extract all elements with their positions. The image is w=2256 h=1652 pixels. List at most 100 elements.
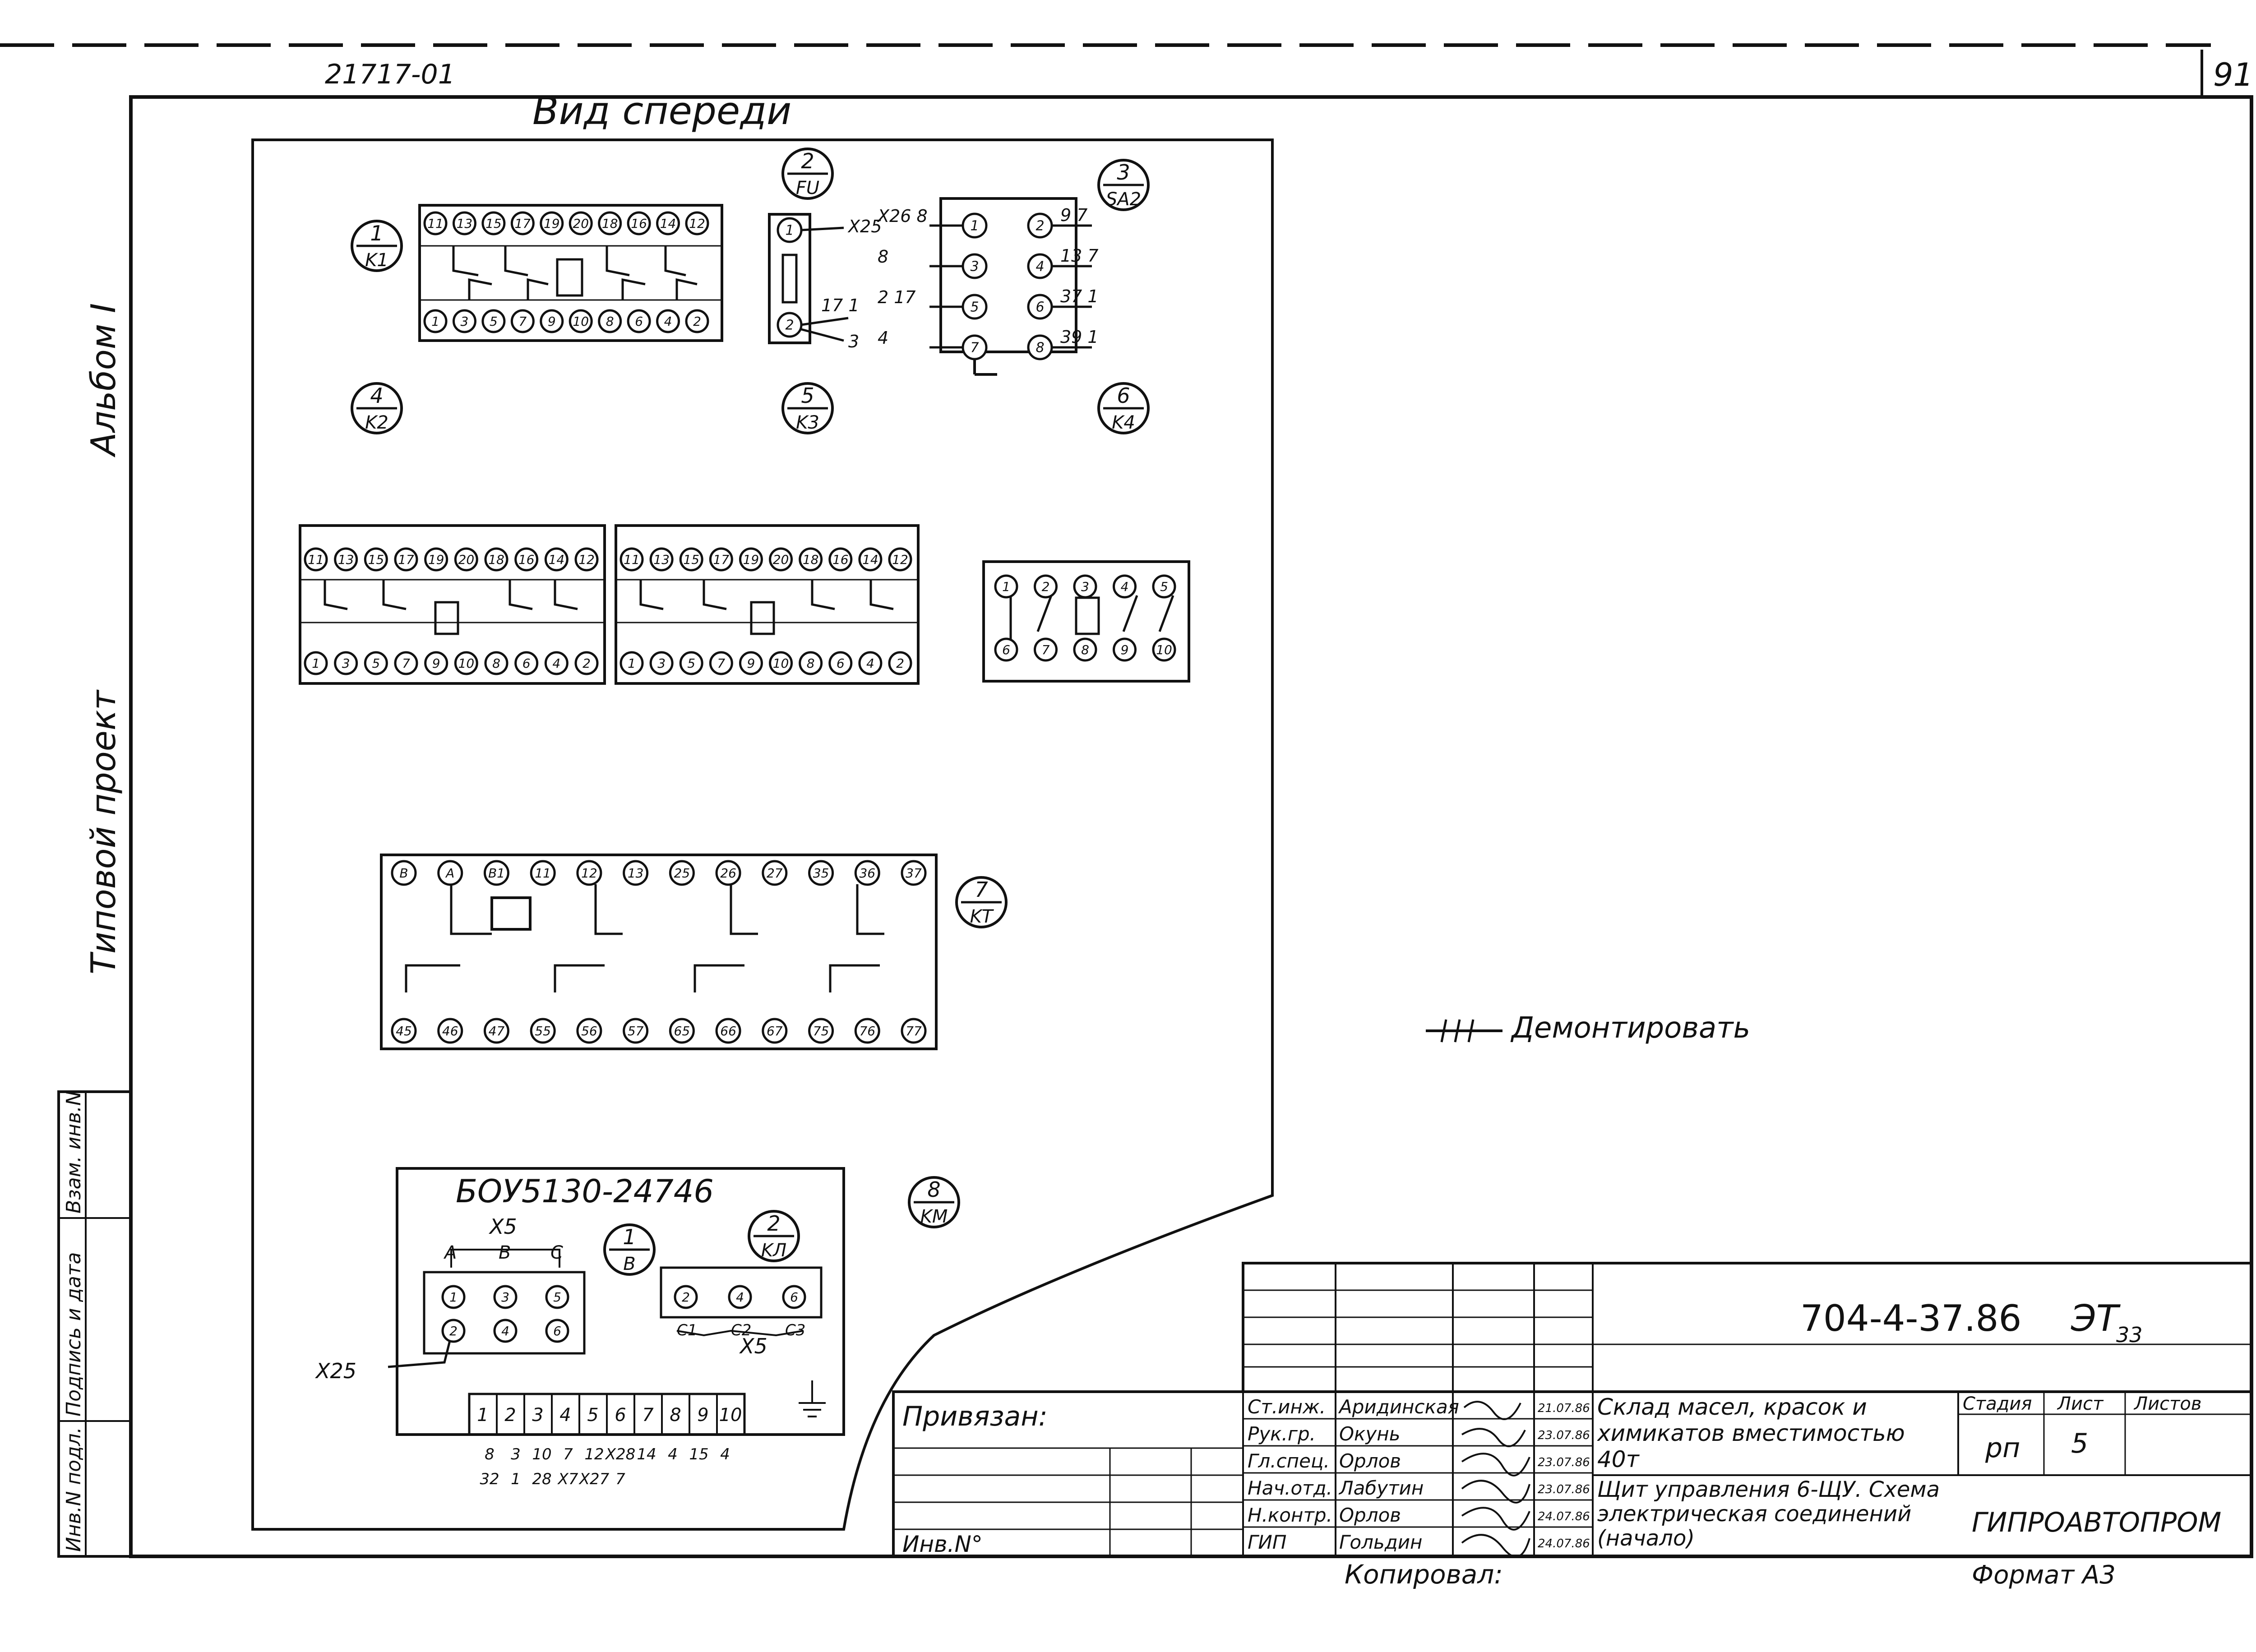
k3-top-pin-4-label: 17: [713, 552, 730, 567]
svg-text:Подпись и дата: Подпись и дата: [62, 1252, 85, 1417]
km-terminal-7: 7: [642, 1405, 654, 1426]
kt-top-pin-2-label: A: [445, 866, 454, 881]
view-title: Вид спереди: [532, 89, 791, 134]
role-5: Н.контр.: [1248, 1504, 1332, 1526]
kt-bottom-pin-10-label: 75: [813, 1024, 829, 1038]
sa2-right-pin-1-label: 2: [1036, 218, 1044, 234]
k4-top-pin-5-label: 5: [1160, 579, 1168, 594]
fu-wire-1: [801, 226, 844, 231]
km-phase-b: B: [499, 1242, 511, 1263]
k3-bottom-pin-3-label: 5: [687, 656, 695, 671]
date-3: 23.07.86: [1538, 1456, 1590, 1469]
kt-top-pin-3-label: B1: [488, 866, 505, 881]
k4-bottom-pin-3-label: 8: [1081, 642, 1089, 657]
role-6: ГИП: [1248, 1531, 1286, 1553]
sheet-title: Щит управления 6-ЩУ. Схема электрическая…: [1597, 1477, 1940, 1551]
component-9-balloon-code: B: [623, 1254, 635, 1274]
km-kl-pin-2-circle: [728, 1285, 752, 1309]
component-8-balloon-code: KM: [920, 1206, 948, 1227]
role-3: Гл.спец.: [1248, 1450, 1330, 1472]
format-label: Формат А3: [1972, 1560, 2116, 1590]
k1-top-pin-1-label: 11: [427, 216, 444, 231]
relay-k3: [615, 524, 920, 685]
component-1-balloon-code: K1: [365, 250, 388, 271]
k1-bottom-pin-5-label: 9: [548, 314, 556, 329]
component-3-balloon-code: SA2: [1106, 189, 1141, 210]
sa2-left-pin-2-label: 3: [970, 259, 979, 275]
k2-bottom-pin-9-label: 4: [552, 656, 560, 671]
k2-bottom-pin-2-label: 3: [342, 656, 350, 671]
k3-top-pin-9-label: 14: [862, 552, 878, 567]
kt-bottom-pin-12-label: 77: [906, 1024, 922, 1038]
side-stamp: Инв.N подл. Подпись и дата Взам. инв.N: [57, 1090, 132, 1558]
km-terminal-wire-2: 3: [511, 1445, 521, 1463]
km-kl-pin-1-label: 2: [682, 1290, 690, 1305]
k2-bottom-pin-4-label: 7: [402, 656, 410, 671]
k1-bottom-pin-7-label: 8: [606, 314, 614, 329]
fu-wire-2: [801, 317, 849, 326]
inv-label: Инв.N°: [902, 1531, 983, 1557]
sa2-left-pin-1-label: 1: [970, 218, 979, 234]
k2-top-pin-4-label: 17: [398, 552, 414, 567]
k2-top-pin-5-label: 19: [428, 552, 444, 567]
k2-bottom-pin-6-label: 10: [458, 656, 475, 671]
k3-top-pin-10-label: 12: [892, 552, 908, 567]
bound-label: Привязан:: [902, 1401, 1048, 1432]
sa2-left-pin-4-label: 7: [970, 340, 979, 356]
component-5-balloon-number: 5: [801, 383, 814, 408]
km-terminal-wire-3: 10: [532, 1445, 551, 1463]
k1-bottom-pin-4-label: 7: [518, 314, 527, 329]
doc-code: 704-4-37.86: [1800, 1297, 2021, 1339]
km-model-label: БОУ5130-24746: [456, 1173, 714, 1210]
component-9-balloon-number: 1: [623, 1225, 636, 1249]
km-kl-phase-1: C1: [677, 1321, 697, 1339]
k2-top-pin-9-label: 14: [549, 552, 565, 567]
k3-top-pin-6-label: 20: [773, 552, 789, 567]
km-phase-a: A: [443, 1242, 457, 1263]
kt-top-pin-1-label: B: [399, 866, 408, 881]
km-terminal-wire-9: 15: [689, 1445, 708, 1463]
timer-relay-kt: [380, 854, 938, 1050]
k3-bottom-pin-1-label: 1: [628, 656, 636, 671]
fu-wire-label-2: 17 1: [821, 295, 860, 315]
km-terminal-wire-15: X27: [578, 1470, 610, 1488]
kt-bottom-pin-3-label: 47: [489, 1024, 505, 1038]
contactor-block-km: [388, 1167, 845, 1436]
k2-bottom-pin-1-label: 1: [312, 656, 320, 671]
title-block: [892, 1262, 2253, 1558]
fu-wire-3: [801, 328, 844, 342]
component-8-balloon-number: 8: [927, 1177, 940, 1202]
component-7-balloon-number: 7: [975, 877, 988, 902]
km-block-pin-1-circle: [441, 1285, 466, 1309]
km-block-pin-5-circle: [493, 1319, 518, 1343]
relay-k4: [982, 560, 1190, 683]
k4-top-pin-1-label: 1: [1002, 579, 1010, 594]
component-10-balloon-code: KЛ: [761, 1240, 786, 1261]
fu-pin-1-label: 1: [785, 223, 794, 239]
component-6-balloon-code: K4: [1112, 412, 1135, 433]
km-kl-pin-2-label: 4: [736, 1290, 744, 1305]
km-block-pin-5-label: 4: [501, 1324, 509, 1338]
date-2: 23.07.86: [1538, 1429, 1590, 1442]
date-5: 24.07.86: [1538, 1510, 1590, 1523]
sa2-right-wire-label-3: 37 1: [1060, 286, 1099, 306]
k1-top-pin-9-label: 14: [660, 216, 676, 231]
relay-k1: [418, 204, 723, 342]
k3-bottom-pin-7-label: 8: [807, 656, 815, 671]
component-4-balloon-code: K2: [365, 412, 388, 433]
component-4-balloon-number: 4: [370, 383, 383, 408]
k2-top-pin-1-label: 11: [308, 552, 324, 567]
kt-bottom-pin-8-label: 66: [720, 1024, 736, 1038]
k3-top-pin-1-label: 11: [624, 552, 640, 567]
k1-top-pin-7-label: 18: [602, 216, 618, 231]
km-terminal-wire-13: 28: [532, 1470, 551, 1488]
km-terminal-wire-14: X7: [557, 1470, 578, 1488]
role-2: Рук.гр.: [1248, 1423, 1316, 1445]
km-kl-pin-3-label: 6: [790, 1290, 798, 1305]
kt-top-pin-6-label: 13: [628, 866, 644, 881]
km-terminal-1: 1: [477, 1405, 488, 1426]
k2-top-pin-7-label: 18: [488, 552, 504, 567]
component-5-balloon-code: K3: [796, 412, 819, 433]
km-terminal-wire-10: 4: [720, 1445, 730, 1463]
